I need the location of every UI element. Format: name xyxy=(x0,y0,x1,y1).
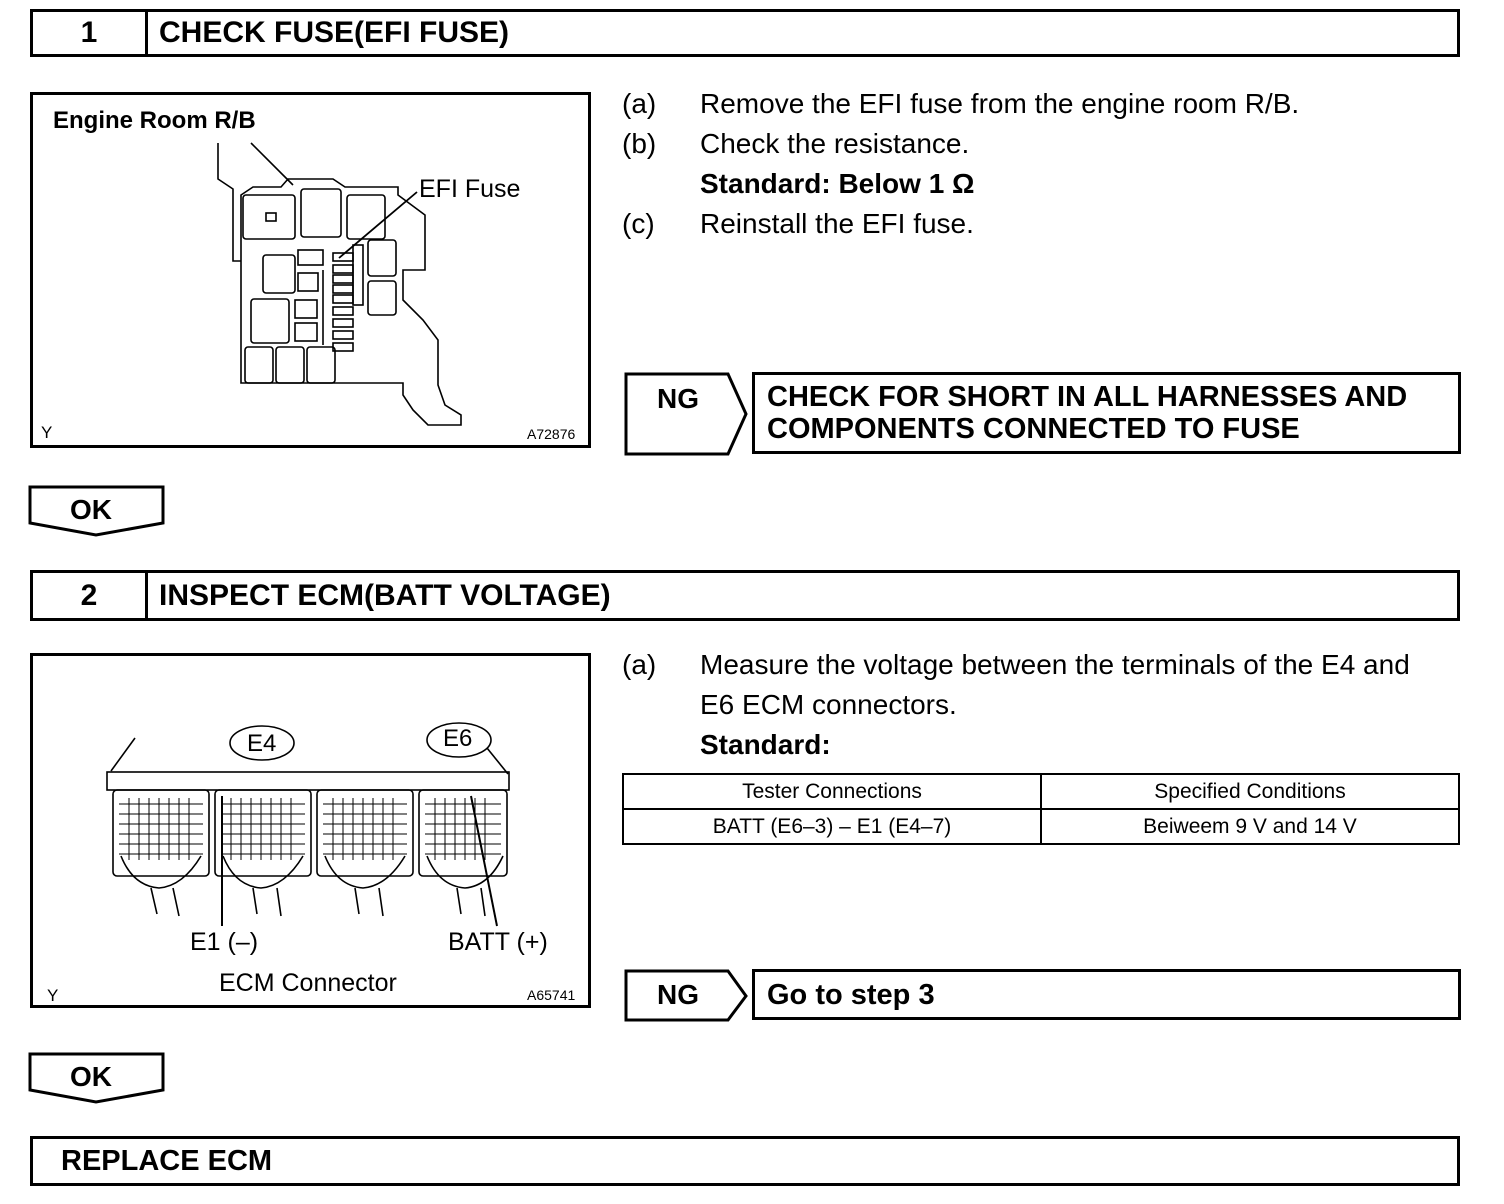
table-cell: BATT (E6–3) – E1 (E4–7) xyxy=(622,808,1042,845)
instruction-label: (c) xyxy=(622,208,655,239)
ng-result-line2: COMPONENTS CONNECTED TO FUSE xyxy=(767,413,1300,445)
figure-corner-mark: Y xyxy=(47,986,59,1005)
step1-ng-arrow xyxy=(624,372,748,456)
step1-ng-result: CHECK FOR SHORT IN ALL HARNESSES AND COM… xyxy=(752,372,1461,454)
step2-ok-label: OK xyxy=(70,1061,112,1092)
step1-header: 1 CHECK FUSE(EFI FUSE) xyxy=(30,9,1460,57)
step2-ng-arrow xyxy=(624,969,748,1022)
instruction-label: (a) xyxy=(622,649,657,680)
instruction-text: Remove the EFI fuse from the engine room… xyxy=(700,88,1300,119)
table-cell: Beiweem 9 V and 14 V xyxy=(1040,808,1460,845)
table-row: BATT (E6–3) – E1 (E4–7) Beiweem 9 V and … xyxy=(622,808,1460,845)
step1-number: 1 xyxy=(33,12,148,54)
instruction-text: E6 ECM connectors. xyxy=(700,689,957,720)
ecm-connector-caption: ECM Connector xyxy=(219,969,397,997)
step1-ng-label: NG xyxy=(657,383,699,414)
step2-title: INSPECT ECM(BATT VOLTAGE) xyxy=(159,578,611,612)
table-header: Specified Conditions xyxy=(1040,773,1460,810)
ng-result-line1: CHECK FOR SHORT IN ALL HARNESSES AND xyxy=(767,381,1408,413)
connector-blocks xyxy=(112,789,508,877)
instruction-text: Reinstall the EFI fuse. xyxy=(700,208,974,239)
figure-code: A65741 xyxy=(527,987,576,1003)
ecm-connector-drawing xyxy=(106,722,510,927)
batt-pin-label: BATT (+) xyxy=(448,928,548,956)
step2-header: 2 INSPECT ECM(BATT VOLTAGE) xyxy=(30,570,1460,621)
standard-text: Standard: Below 1 Ω xyxy=(700,168,975,199)
table-header: Tester Connections xyxy=(622,773,1042,810)
step2-number: 2 xyxy=(33,573,148,618)
ecm-connector-figure: E4 E6 E1 (–) BATT (+) ECM Connector Y A6… xyxy=(30,653,591,1008)
instruction-label: (a) xyxy=(622,88,657,119)
e4-connector-label: E4 xyxy=(247,730,277,757)
efi-fuse-callout: EFI Fuse xyxy=(419,175,521,203)
e1-pin-label: E1 (–) xyxy=(190,928,259,956)
instruction-text: Check the resistance. xyxy=(700,128,970,159)
step2-ng-result: Go to step 3 xyxy=(752,969,1461,1020)
figure-title: Engine Room R/B xyxy=(53,107,256,134)
e6-connector-label: E6 xyxy=(443,725,473,752)
replace-ecm-box: REPLACE ECM xyxy=(30,1136,1460,1186)
relay-block-drawing xyxy=(217,142,462,426)
engine-room-rb-figure: Engine Room R/B EFI Fuse Y A72876 xyxy=(30,92,591,448)
spec-table: Tester Connections Specified Conditions … xyxy=(622,773,1460,845)
step1-ok-label: OK xyxy=(70,494,112,525)
figure-corner-mark: Y xyxy=(41,423,53,442)
standard-label: Standard: xyxy=(700,729,831,760)
figure-code: A72876 xyxy=(527,426,576,442)
step1-ok-arrow xyxy=(28,485,165,537)
step2-ok-arrow xyxy=(28,1052,165,1104)
instruction-text: Measure the voltage between the terminal… xyxy=(700,649,1410,680)
step2-ng-label: NG xyxy=(657,979,699,1010)
replace-ecm-text: REPLACE ECM xyxy=(61,1145,273,1177)
table-header-row: Tester Connections Specified Conditions xyxy=(622,773,1460,810)
instruction-label: (b) xyxy=(622,128,657,159)
step1-title: CHECK FUSE(EFI FUSE) xyxy=(159,16,510,49)
